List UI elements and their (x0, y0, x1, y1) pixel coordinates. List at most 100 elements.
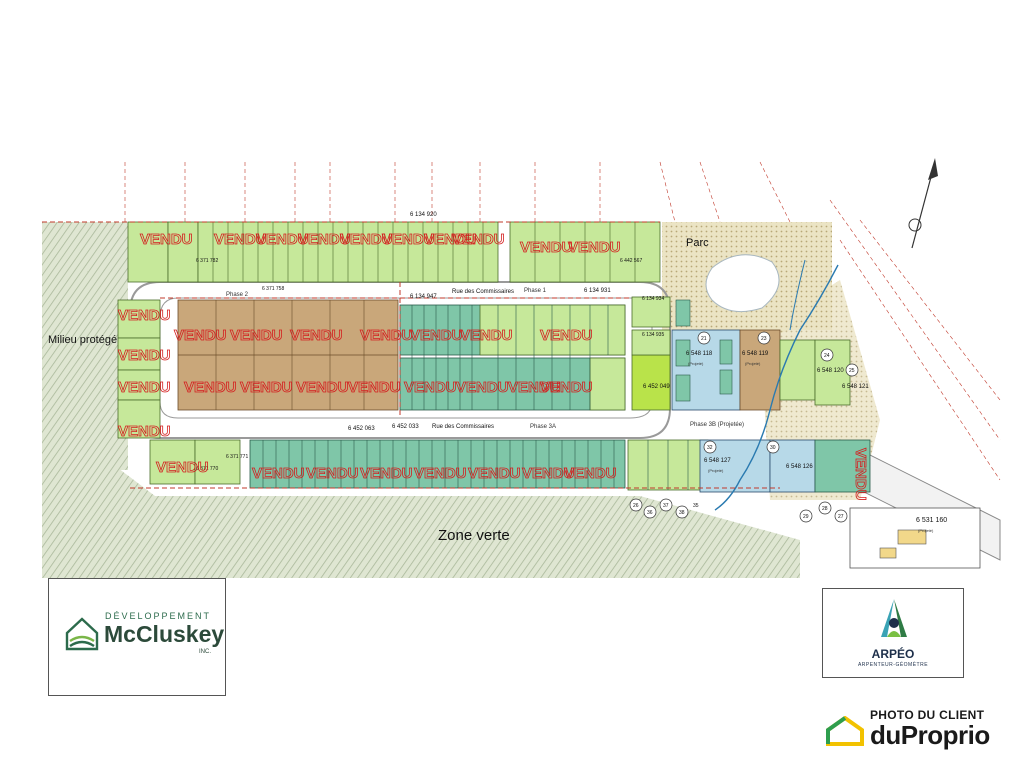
sold-stamp: VENDU (298, 231, 351, 248)
sold-stamp: VENDU (522, 465, 575, 482)
phase1-dividers (411, 305, 609, 410)
north-arrow-icon (908, 158, 938, 249)
lot-number: 6 134 931 (584, 288, 611, 294)
sold-stamp: VENDU (404, 379, 457, 396)
circle-id: 29 (803, 514, 809, 520)
watermark-tagline: PHOTO DU CLIENT (870, 708, 985, 722)
street-label-north: Rue des Commissaires (452, 289, 514, 295)
projected-note: (Projeté) (688, 361, 704, 366)
lot-number: 6 134 920 (410, 212, 437, 218)
circle-id: 37 (663, 503, 669, 509)
milieu-protege-area (42, 222, 128, 470)
phase-label-2: Phase 2 (226, 292, 249, 298)
sold-stamp: VENDU (290, 327, 343, 344)
sold-stamp: VENDU (184, 379, 237, 396)
stream (714, 264, 839, 511)
sold-stamp: VENDU (520, 239, 573, 256)
lot-number: 6 548 127 (704, 458, 731, 464)
circle-id: 28 (822, 506, 828, 512)
phase-label-1: Phase 1 (524, 288, 547, 294)
circle-id: 32 (707, 445, 713, 451)
lot-number: 6 134 934 (642, 296, 664, 302)
lot-number: 6 452 049 (643, 384, 670, 390)
mccluskey-logo-box: DÉVELOPPEMENT McCluskey INC. (48, 578, 226, 696)
sold-stamp: VENDU (360, 465, 413, 482)
stream-branch (789, 259, 806, 331)
lot-number: 6 548 120 (817, 368, 844, 374)
circle-id: 38 (679, 510, 685, 516)
sold-stamp: VENDU (118, 347, 171, 364)
sold-stamp: VENDU (296, 379, 349, 396)
circle-id: 27 (838, 514, 844, 520)
phase-label-3a: Phase 3A (530, 424, 556, 430)
zone-protected-label: Milieu protégé (48, 334, 117, 346)
arpeo-logo-box: ARPÉO ARPENTEUR-GÉOMÈTRE (822, 588, 964, 678)
mccluskey-name: McCluskey (104, 621, 225, 647)
duproprio-watermark: PHOTO DU CLIENT duProprio (826, 708, 1002, 752)
sold-stamp: VENDU (156, 459, 209, 476)
sold-stamp: VENDU (424, 231, 477, 248)
circle-id: 23 (761, 336, 767, 342)
house-logo-icon (65, 617, 99, 651)
sold-stamp: VENDU (382, 231, 435, 248)
top-lot-dividers (212, 222, 636, 282)
boundary-lines (42, 221, 780, 489)
projected-note: (Projeté) (745, 361, 761, 366)
sold-stamp: VENDU (564, 465, 617, 482)
arpeo-name: ARPÉO (871, 647, 915, 661)
sold-stamp: VENDU (468, 465, 521, 482)
sold-stamp: VENDU (214, 231, 267, 248)
arpeo-subtitle: ARPENTEUR-GÉOMÈTRE (857, 662, 929, 668)
arpeo-logo-icon (881, 599, 907, 637)
sold-stamp: VENDU (118, 423, 171, 440)
lot-id-circles (629, 331, 859, 523)
phase3a-dividers (262, 440, 689, 490)
circle-id: 36 (647, 510, 653, 516)
sold-stamp: VENDU (348, 379, 401, 396)
sold-stamp: VENDU (252, 465, 305, 482)
lot-number: 6 371 770 (196, 466, 218, 472)
sold-stamp: VENDU (852, 448, 869, 501)
lot-number: 6 548 119 (742, 351, 769, 357)
lot-number: 6 371 758 (262, 286, 284, 292)
projected-note: (Projeté) (708, 468, 724, 473)
survey-lines (124, 161, 1001, 481)
phase-label-3b: Phase 3B (Projetée) (690, 422, 744, 428)
sold-stamp: VENDU (410, 327, 463, 344)
sold-stamp: VENDU (360, 327, 413, 344)
pond (705, 254, 780, 313)
circle-id: 35 (693, 503, 699, 509)
lot-number: 6 442 567 (620, 258, 642, 264)
sold-stamps: VENDU VENDU VENDU VENDU VENDU VENDU VEND… (118, 231, 870, 501)
lot-number: 6 452 033 (392, 424, 419, 430)
sold-stamp: VENDU (414, 465, 467, 482)
street-label-south: Rue des Commissaires (432, 424, 494, 430)
sold-stamp: VENDU (568, 239, 621, 256)
sold-stamp: VENDU (140, 231, 193, 248)
sold-stamp: VENDU (230, 327, 283, 344)
lot-number: 6 134 935 (642, 332, 664, 338)
sold-stamp: VENDU (456, 379, 509, 396)
sold-stamp: VENDU (174, 327, 227, 344)
sold-stamp: VENDU (460, 327, 513, 344)
circle-id: 25 (849, 368, 855, 374)
duproprio-house-icon (826, 716, 864, 746)
lot-number: 6 548 121 (842, 384, 869, 390)
circle-id: 30 (770, 445, 776, 451)
sold-stamp: VENDU (240, 379, 293, 396)
circle-id: 24 (824, 353, 830, 359)
sold-stamp: VENDU (452, 231, 505, 248)
sold-stamp: VENDU (508, 379, 561, 396)
circle-id: 26 (633, 503, 639, 509)
phase2-central-block (177, 299, 399, 411)
lot-number: 6 452 063 (348, 426, 375, 432)
lot-number: 6 134 947 (410, 294, 437, 300)
sold-stamp: VENDU (540, 327, 593, 344)
sold-stamp: VENDU (118, 379, 171, 396)
sold-stamp: VENDU (256, 231, 309, 248)
lot-number: 6 531 160 (916, 517, 947, 524)
circle-id: 21 (701, 336, 707, 342)
sold-stamp: VENDU (540, 379, 593, 396)
mccluskey-suffix: INC. (199, 649, 211, 655)
